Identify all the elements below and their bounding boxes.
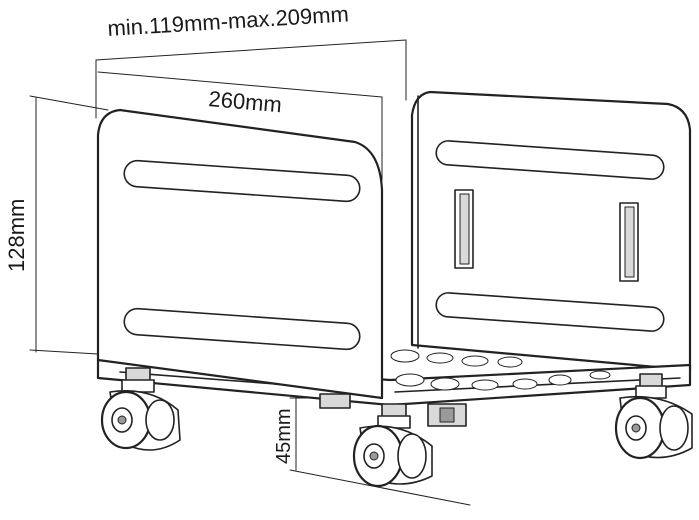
caster-height-label: 45mm (273, 408, 295, 464)
dimension-lines (29, 39, 471, 506)
height-label: 128mm (4, 199, 29, 272)
front-side-panel (96, 108, 384, 400)
width-range-label: min.119mm-max.209mm (107, 1, 350, 41)
caster-front-left (100, 367, 181, 451)
depth-label: 260mm (208, 86, 283, 117)
rear-side-panel (410, 90, 692, 372)
caster-front-center (352, 403, 433, 488)
caster-rear-right (614, 373, 693, 460)
